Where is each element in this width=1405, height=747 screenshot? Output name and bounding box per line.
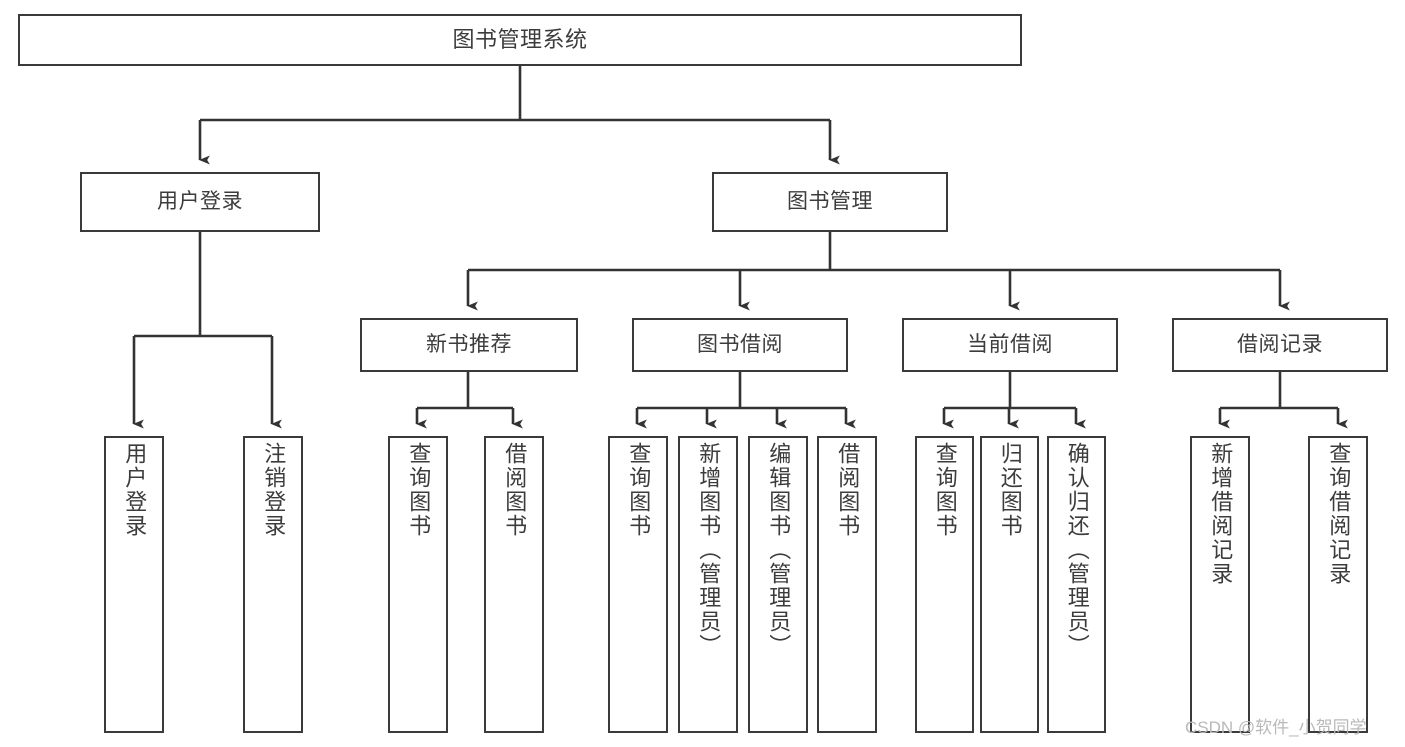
node-label: 图书管理 [787,190,873,214]
node-label: 确认归还（管理员） [1064,442,1090,658]
node-label: 查询图书 [406,442,432,538]
node-book-borrow[interactable]: 图书借阅 [632,318,848,372]
node-user-login[interactable]: 用户登录 [80,172,320,232]
leaf-current-confirm-return[interactable]: 确认归还（管理员） [1047,436,1106,733]
node-current-borrow[interactable]: 当前借阅 [902,318,1118,372]
leaf-borrow-add-book[interactable]: 新增图书（管理员） [678,436,738,733]
node-label: 图书管理系统 [452,26,588,52]
node-label: 当前借阅 [967,333,1053,357]
leaf-user-login-signin[interactable]: 用户登录 [104,436,164,733]
node-label: 新增图书（管理员） [696,442,722,658]
node-label: 借阅图书 [835,442,861,538]
leaf-borrow-query-book[interactable]: 查询图书 [608,436,668,733]
node-label: 查询借阅记录 [1326,442,1352,586]
leaf-current-query-book[interactable]: 查询图书 [915,436,974,733]
node-label: 借阅图书 [502,442,528,538]
node-borrow-record[interactable]: 借阅记录 [1172,318,1388,372]
node-label: 用户登录 [122,442,148,538]
watermark-text: CSDN @软件_小贺同学 [1185,718,1367,737]
node-label: 新书推荐 [426,333,512,357]
leaf-current-return-book[interactable]: 归还图书 [980,436,1039,733]
node-label: 查询图书 [932,442,958,538]
node-label: 注销登录 [261,442,287,538]
node-label: 借阅记录 [1237,333,1323,357]
node-label: 编辑图书（管理员） [766,442,792,658]
leaf-new-book-query[interactable]: 查询图书 [388,436,448,733]
node-new-book-recommend[interactable]: 新书推荐 [360,318,578,372]
leaf-borrow-edit-book[interactable]: 编辑图书（管理员） [748,436,808,733]
node-label: 归还图书 [997,442,1023,538]
node-book-management[interactable]: 图书管理 [712,172,948,232]
leaf-user-login-logout[interactable]: 注销登录 [243,436,303,733]
leaf-record-query[interactable]: 查询借阅记录 [1308,436,1368,733]
leaf-record-add[interactable]: 新增借阅记录 [1190,436,1250,733]
node-root-system[interactable]: 图书管理系统 [18,14,1022,66]
node-label: 图书借阅 [697,333,783,357]
node-label: 查询图书 [626,442,652,538]
leaf-borrow-borrow-book[interactable]: 借阅图书 [817,436,877,733]
node-label: 用户登录 [157,190,243,214]
node-label: 新增借阅记录 [1208,442,1234,586]
leaf-new-book-borrow[interactable]: 借阅图书 [484,436,544,733]
